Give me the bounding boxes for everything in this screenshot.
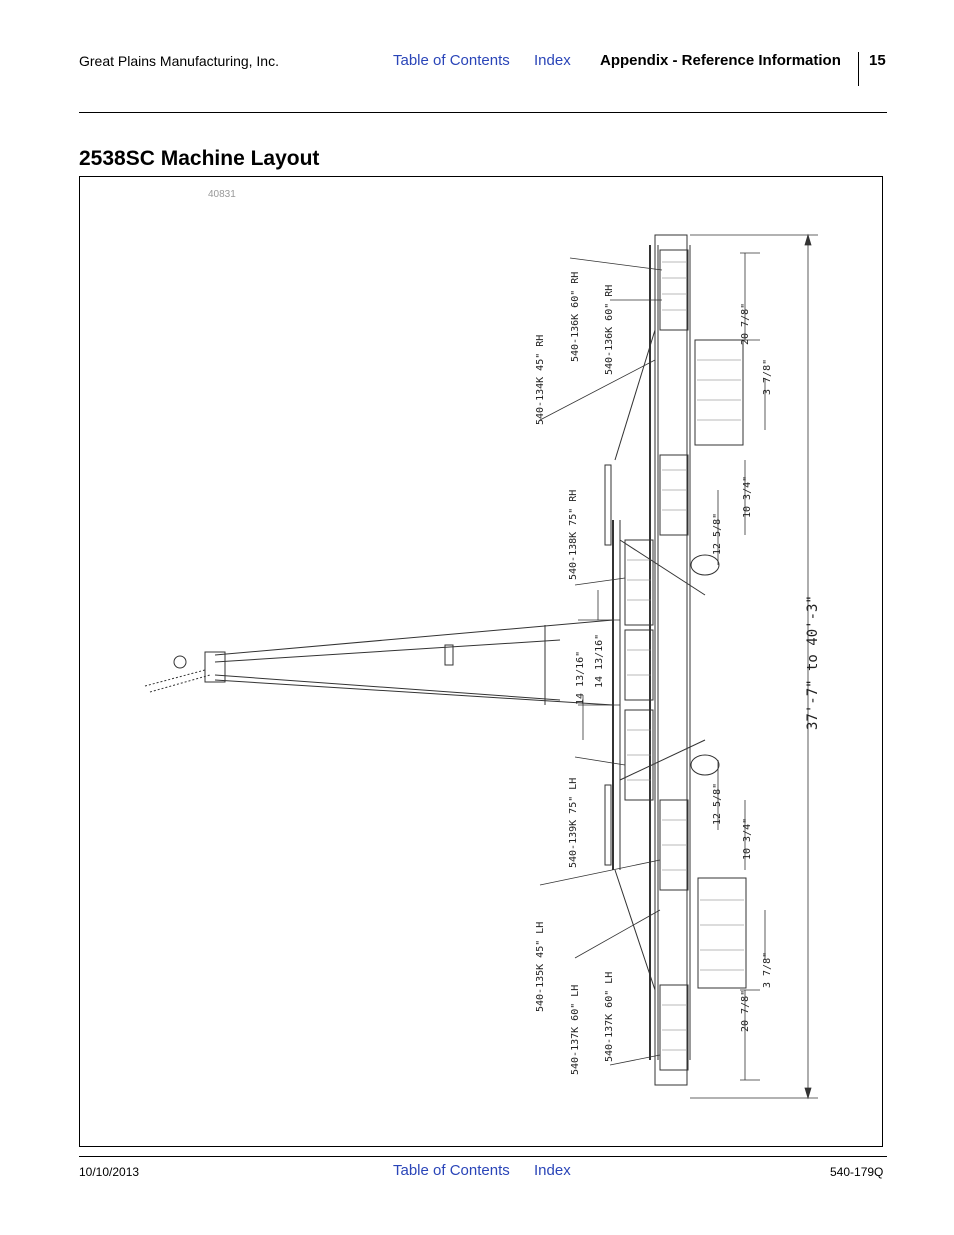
- part-label-rh-45: 540-134K 45" RH: [535, 335, 546, 425]
- section-title: Appendix - Reference Information: [600, 52, 841, 69]
- dim-20-7-8-top: 20 7/8": [740, 303, 751, 345]
- dim-12-5-8-top: 12 5/8": [712, 513, 723, 555]
- figure-frame: [79, 176, 883, 1147]
- part-label-lh-45: 540-135K 45" LH: [535, 922, 546, 1012]
- footer-index-link[interactable]: Index: [534, 1162, 571, 1179]
- footer-doc-number: 540-179Q: [830, 1165, 884, 1179]
- figure-id: 40831: [208, 189, 236, 200]
- page-number: 15: [869, 52, 886, 69]
- footer-date: 10/10/2013: [79, 1165, 140, 1179]
- part-label-rh-60-a: 540-136K 60" RH: [570, 272, 581, 362]
- page-title: 2538SC Machine Layout: [79, 147, 320, 170]
- header-rule: [79, 112, 887, 113]
- dim-3-7-8-bot: 3 7/8": [762, 952, 773, 988]
- dim-10-3-4-top: 10 3/4": [742, 476, 753, 518]
- part-label-lh-60-a: 540-137K 60" LH: [570, 985, 581, 1075]
- header-divider: [858, 52, 859, 86]
- dim-14-13-16-b: 14 13/16": [594, 634, 605, 688]
- part-label-rh-60-b: 540-136K 60" RH: [604, 285, 615, 375]
- machine-layout-drawing: 540-136K 60" RH 540-136K 60" RH 540-134K…: [144, 233, 821, 1100]
- dim-14-13-16-a: 14 13/16": [575, 651, 586, 705]
- dim-overall-width: 37'-7" to 40'-3": [805, 595, 821, 730]
- part-label-rh-75: 540-138K 75" RH: [568, 490, 579, 580]
- footer-rule: [79, 1156, 887, 1157]
- header-toc-link[interactable]: Table of Contents: [393, 52, 510, 69]
- footer-toc-link[interactable]: Table of Contents: [393, 1162, 510, 1179]
- part-label-lh-60-b: 540-137K 60" LH: [604, 972, 615, 1062]
- company-name: Great Plains Manufacturing, Inc.: [79, 53, 279, 69]
- dim-20-7-8-bot: 20 7/8": [740, 990, 751, 1032]
- dim-10-3-4-bot: 10 3/4": [742, 818, 753, 860]
- dim-12-5-8-bot: 12 5/8": [712, 783, 723, 825]
- dim-3-7-8-top: 3 7/8": [762, 359, 773, 395]
- part-label-lh-75: 540-139K 75" LH: [568, 778, 579, 868]
- header-index-link[interactable]: Index: [534, 52, 571, 69]
